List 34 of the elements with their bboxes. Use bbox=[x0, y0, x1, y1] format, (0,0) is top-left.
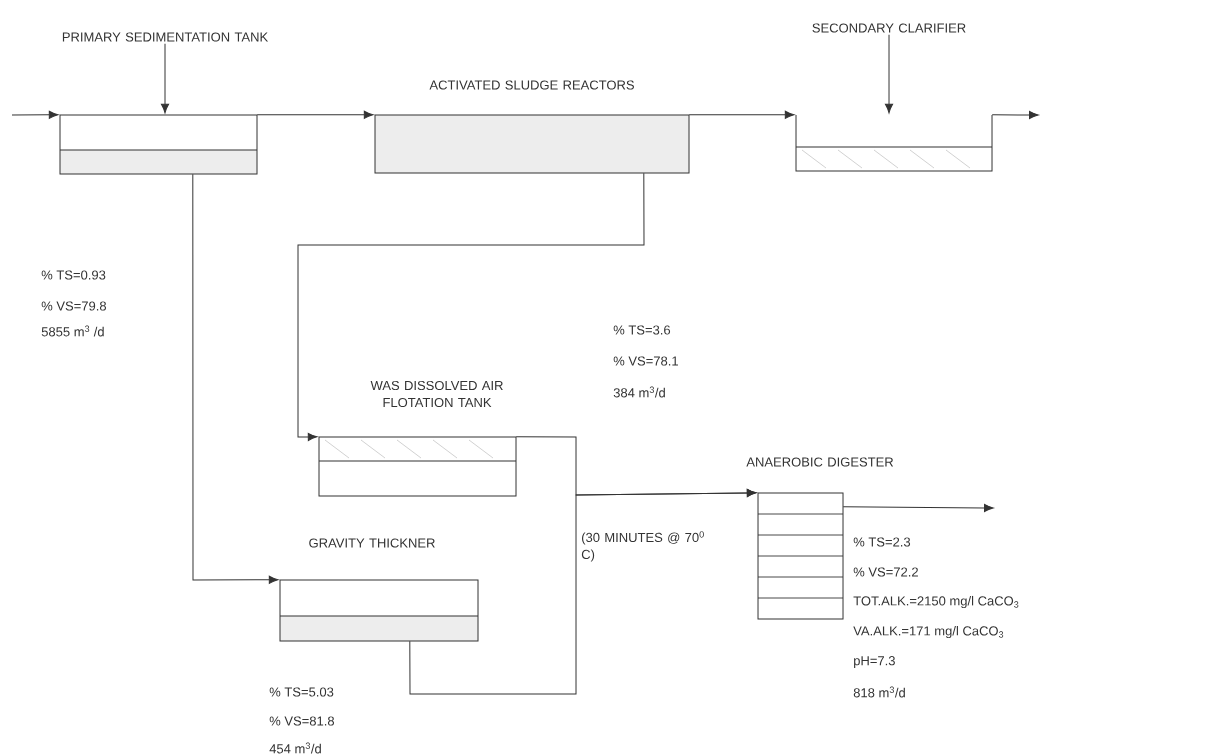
flow-arrow bbox=[11, 110, 59, 119]
flow-arrow bbox=[688, 110, 795, 119]
flow-data: % TS=5.03 bbox=[269, 687, 334, 697]
flow-data: pH=7.3 bbox=[854, 656, 895, 668]
tank-label: GRAVITY THICKNER bbox=[309, 538, 435, 548]
flow-data: % VS=79.8 bbox=[41, 301, 107, 311]
tank-label: ACTIVATED SLUDGE REACTORS bbox=[429, 80, 634, 90]
flow-data: TOT.ALK.=2150 mg/l CaCO$_{3}$ bbox=[853, 595, 1019, 609]
flow-data: % TS=3.6 bbox=[613, 325, 671, 335]
flow-data: 384 m$^{3}$/d bbox=[613, 386, 665, 398]
flow-arrow bbox=[842, 503, 994, 512]
flow-arrow bbox=[409, 488, 757, 695]
unit-label: PRIMARY SEDIMENTATION TANK bbox=[62, 32, 269, 42]
flow-arrow bbox=[991, 110, 1039, 120]
flow-arrow bbox=[884, 34, 894, 114]
flow-data: % VS=81.8 bbox=[269, 716, 335, 726]
flow-data: 5855 m$^{3}$ /d bbox=[41, 325, 104, 337]
flow-data: VA.ALK.=171 mg/l CaCO$_{3}$ bbox=[853, 625, 1004, 639]
unit-label: SECONDARY CLARIFIER bbox=[812, 23, 966, 33]
flow-arrow bbox=[297, 172, 645, 441]
flow-arrow bbox=[256, 110, 374, 119]
tank-label: ANAEROBIC DIGESTER bbox=[746, 457, 894, 467]
flow-arrow bbox=[160, 43, 170, 114]
flow-data: 818 m$^{3}$/d bbox=[853, 686, 905, 698]
tank bbox=[795, 114, 993, 172]
tank-label: WAS DISSOLVED AIR FLOTATION TANK bbox=[370, 380, 503, 408]
flow-data: % VS=78.1 bbox=[613, 356, 678, 366]
flow-arrow bbox=[192, 173, 279, 584]
tank bbox=[59, 114, 258, 175]
flow-data: 454 m$^{3}$/d bbox=[269, 742, 321, 754]
note: (30 MINUTES @ 70$^{0}$ C) bbox=[581, 531, 704, 562]
flow-data: % TS=0.93 bbox=[41, 270, 106, 280]
flow-data: % VS=72.2 bbox=[853, 567, 918, 577]
flow-data: % TS=2.3 bbox=[853, 537, 911, 547]
